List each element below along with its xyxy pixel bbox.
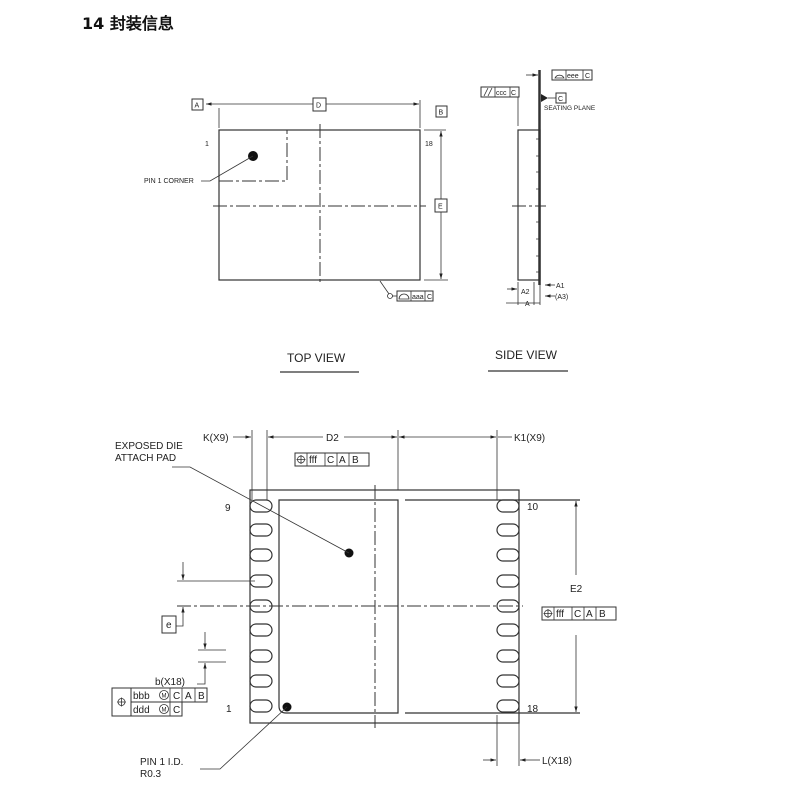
dim-e2: E2 (570, 584, 583, 595)
right-pins (496, 499, 520, 713)
profile-datum: C (585, 73, 590, 80)
datum-b: B (439, 110, 444, 117)
exposed-pad-label-2: ATTACH PAD (115, 453, 176, 464)
dim-a: A (525, 301, 530, 308)
profile-tol-box (551, 69, 593, 81)
datum-c-box (555, 92, 567, 104)
pin-18: 18 (527, 704, 539, 715)
pin-tol-1-datum-1: C (173, 691, 180, 702)
dim-a2: A2 (521, 289, 530, 296)
dim-b: b(X18) (155, 677, 185, 688)
dim-l: L(X18) (542, 756, 572, 767)
pad-position-tol-right: fff C A B (541, 606, 617, 621)
dim-a3: (A3) (555, 294, 568, 301)
flatness-tol: aaa (412, 294, 424, 301)
pos-datum-1: C (327, 455, 334, 466)
pin-10: 10 (527, 502, 539, 513)
profile-tol: eee (567, 73, 579, 80)
datum-a: A (195, 103, 200, 110)
dim-k1: K1(X9) (514, 433, 545, 444)
mmc-modifier-1: M (162, 694, 167, 700)
pos-tol-2: fff (556, 609, 564, 620)
section-title: 14 封装信息 (82, 14, 174, 33)
flatness-tol-box (396, 290, 434, 302)
dim-e-label: E (438, 204, 443, 211)
pos-datum-1-2: C (574, 609, 581, 620)
mmc-modifier-2: M (162, 708, 167, 714)
pin1-radius-label: R0.3 (140, 769, 162, 780)
e-pitch-box (161, 615, 177, 634)
pin-tol-1-datum-2: A (185, 691, 192, 702)
pin-tol-1: bbb (133, 691, 150, 702)
pos-tol: fff (309, 455, 317, 466)
seating-plane-label: SEATING PLANE (544, 105, 596, 112)
datum-a-box (191, 98, 204, 111)
bottom-view: K(X9) D2 K1(X9) fff C A B EXPOSED DIE AT… (111, 430, 617, 780)
datum-b-box (435, 105, 448, 118)
pos-datum-3-2: B (599, 609, 606, 620)
parallelism-datum: C (511, 90, 516, 97)
dim-d-label: D (316, 103, 321, 110)
dim-k: K(X9) (203, 433, 229, 444)
pin-1: 1 (226, 704, 232, 715)
top-view: A D B E 1 18 PIN 1 CORNER aaa C TOP VIEW (144, 97, 448, 373)
pin1-id-label: PIN 1 I.D. (140, 757, 183, 768)
exposed-pad-label-1: EXPOSED DIE (115, 441, 183, 452)
pin-9: 9 (225, 503, 231, 514)
pin1-number: 1 (205, 141, 209, 148)
dim-a1: A1 (556, 283, 565, 290)
flatness-datum: C (427, 294, 432, 301)
parallelism-tol-box (480, 86, 520, 98)
pos-datum-2-2: A (586, 609, 593, 620)
pin1-corner-label: PIN 1 CORNER (144, 178, 194, 185)
pin-tol-1-datum-3: B (198, 691, 205, 702)
package-body-side (517, 129, 541, 281)
pin18-number: 18 (425, 141, 433, 148)
side-view: ccc C eee C C SEATING PLANE A2 A A1 (A3)… (480, 69, 596, 372)
pos-datum-3: B (352, 455, 359, 466)
datum-c: C (558, 96, 563, 103)
pin-tol-2-datum-1: C (173, 705, 180, 716)
parallelism-tol: ccc (496, 90, 507, 97)
side-view-caption: SIDE VIEW (495, 348, 558, 362)
pos-datum-2: A (339, 455, 346, 466)
pad-position-tol-top: fff C A B (294, 452, 370, 467)
top-view-caption: TOP VIEW (287, 351, 346, 365)
pin-position-tol: bbb M C A B ddd M C (111, 687, 208, 717)
pin-tol-2: ddd (133, 705, 150, 716)
pin1-corner-region (219, 130, 288, 182)
dim-e-pitch: e (166, 620, 172, 631)
dim-d2: D2 (326, 433, 339, 444)
